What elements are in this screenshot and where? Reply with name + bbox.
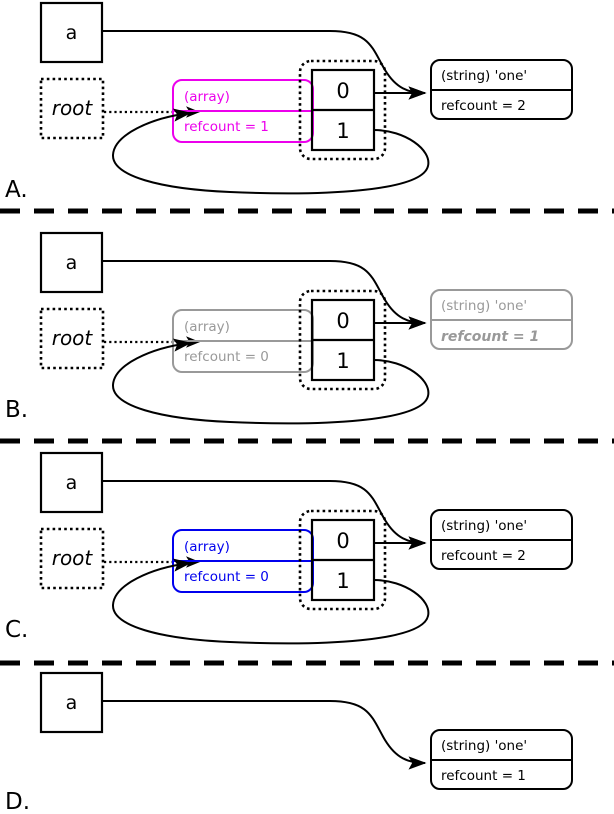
panel-a-string-refcount: refcount = 2 (441, 98, 526, 114)
panel-b-cell-0: 0 (336, 309, 349, 333)
panel-d-string-zval: (string) 'one' refcount = 1 (430, 729, 573, 790)
panel-a-edge-cell1-to-array (111, 108, 430, 195)
panel-d-string-type: (string) 'one' (441, 738, 527, 754)
panel-b-cells: 0 1 (298, 289, 387, 391)
panel-c-label: C. (5, 617, 28, 643)
panel-c-array-type: (array) (184, 539, 230, 555)
panel-b-array-type: (array) (184, 319, 230, 335)
panel-a: A. a root (array) refcount = 1 0 1 (5, 1, 573, 203)
panel-a-cell-1: 1 (336, 119, 349, 143)
panel-b-cell-1: 1 (336, 349, 349, 373)
panel-d-string-refcount: refcount = 1 (441, 768, 526, 784)
panel-a-variable-label: a (66, 22, 78, 44)
panel-c-root-box: root (39, 527, 105, 590)
panel-b-variable-box: a (39, 231, 104, 294)
panel-b-label: B. (5, 397, 28, 423)
panel-b-edge-cell1-to-array (111, 338, 430, 425)
panel-c: C. a root (array) refcount = 0 0 1 (5, 451, 573, 645)
panel-c-array-refcount: refcount = 0 (184, 569, 269, 585)
panel-c-root-label: root (52, 546, 94, 570)
panel-a-label: A. (5, 177, 28, 203)
panel-c-variable-label: a (66, 472, 78, 494)
panel-b-string-type: (string) 'one' (441, 298, 527, 314)
panel-d: D. a (string) 'one' refcount = 1 (5, 671, 573, 814)
panel-a-array-zval: (array) refcount = 1 (172, 79, 314, 143)
panel-a-cells: 0 1 (298, 59, 387, 161)
panel-c-string-type: (string) 'one' (441, 518, 527, 534)
panel-a-cell-0: 0 (336, 79, 349, 103)
panel-a-root-box: root (39, 77, 105, 140)
panel-b-array-refcount: refcount = 0 (184, 349, 269, 365)
panel-a-string-type: (string) 'one' (441, 68, 527, 84)
panel-c-edge-cell1-to-array (111, 558, 430, 645)
panel-c-cell-1: 1 (336, 569, 349, 593)
panel-b-string-refcount: refcount = 1 (441, 329, 539, 345)
panel-c-cells: 0 1 (298, 509, 387, 611)
panel-a-variable-box: a (39, 1, 104, 64)
panel-c-string-refcount: refcount = 2 (441, 548, 526, 564)
panel-b-string-zval: (string) 'one' refcount = 1 (430, 289, 573, 350)
panel-c-variable-box: a (39, 451, 104, 514)
panel-a-array-type: (array) (184, 89, 230, 105)
panel-c-cell-0: 0 (336, 529, 349, 553)
panel-b-root-box: root (39, 307, 105, 370)
panel-c-array-zval: (array) refcount = 0 (172, 529, 314, 593)
panel-a-array-refcount: refcount = 1 (184, 119, 269, 135)
panel-b: B. a root (array) refcount = 0 0 1 (5, 231, 573, 425)
panel-d-variable-label: a (66, 692, 78, 714)
panel-d-variable-box: a (39, 671, 104, 734)
panel-b-root-label: root (52, 326, 94, 350)
panel-a-root-label: root (52, 96, 94, 120)
panel-d-edge-a-to-string (102, 700, 427, 770)
panel-c-string-zval: (string) 'one' refcount = 2 (430, 509, 573, 570)
panel-b-array-zval: (array) refcount = 0 (172, 309, 314, 373)
panel-b-variable-label: a (66, 252, 78, 274)
panel-a-string-zval: (string) 'one' refcount = 2 (430, 59, 573, 120)
panel-d-label: D. (5, 789, 30, 814)
